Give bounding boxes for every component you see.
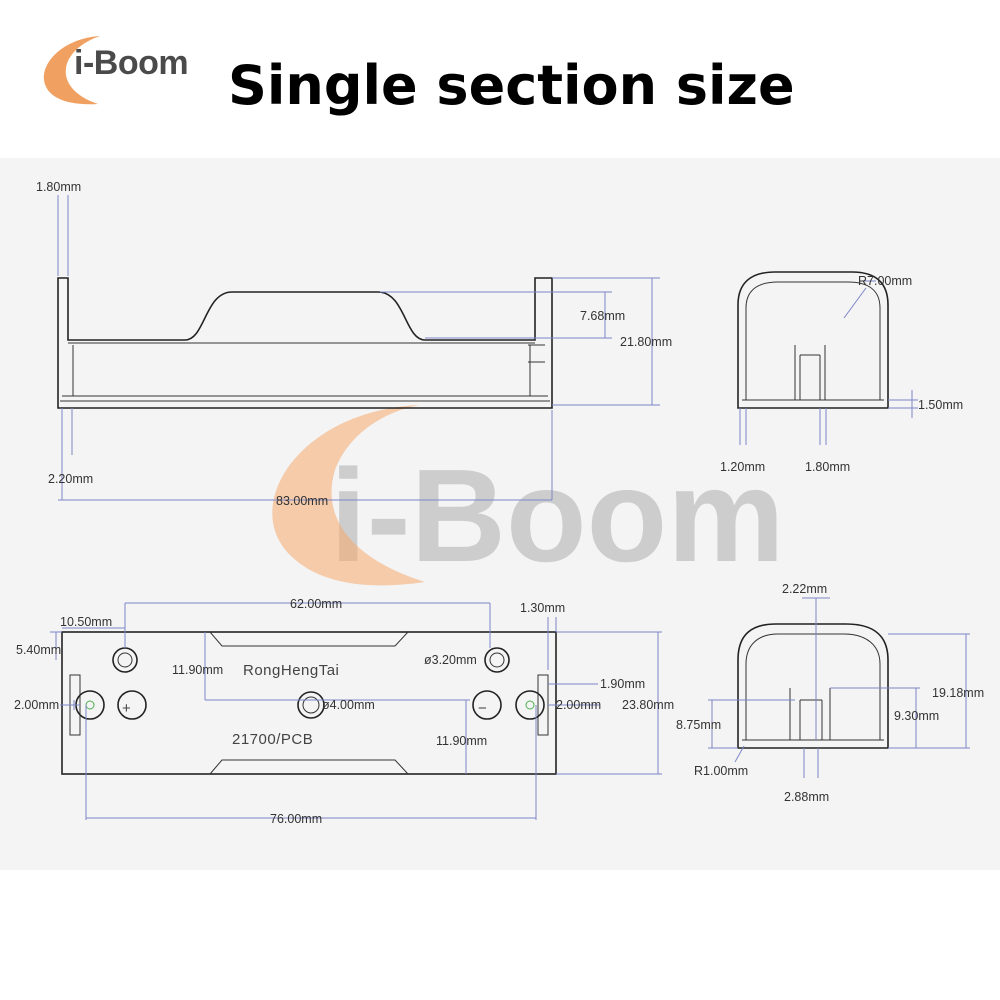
dim-end-1-20: 1.20mm bbox=[720, 460, 765, 474]
end-view-top bbox=[737, 271, 918, 445]
model-etching: 21700/PCB bbox=[232, 731, 313, 748]
logo-crescent-icon bbox=[43, 36, 100, 105]
dim-top-1-30: 1.30mm bbox=[520, 601, 565, 615]
logo-text: i-Boom bbox=[74, 44, 189, 82]
page-title: Single section size bbox=[228, 54, 795, 117]
dim-top-62-00: 62.00mm bbox=[290, 597, 342, 611]
brand-logo bbox=[43, 36, 100, 105]
dim-end-19-18: 19.18mm bbox=[932, 686, 984, 700]
dim-side-21-80: 21.80mm bbox=[620, 335, 672, 349]
dim-top-dia-4-00: ø4.00mm bbox=[322, 698, 375, 712]
dim-side-7-68: 7.68mm bbox=[580, 309, 625, 323]
dim-end-r7: R7.00mm bbox=[858, 274, 912, 288]
end-view-bottom bbox=[708, 597, 970, 778]
dim-top-5-40: 5.40mm bbox=[16, 643, 61, 657]
dim-top-11-90-upper: 11.90mm bbox=[172, 663, 223, 677]
watermark-text: i-Boom bbox=[330, 442, 785, 589]
dim-end-2-22: 2.22mm bbox=[782, 582, 827, 596]
dim-end-r1: R1.00mm bbox=[694, 764, 748, 778]
dim-top-10-50: 10.50mm bbox=[60, 615, 112, 629]
dim-top-11-90-lower: 11.90mm bbox=[436, 734, 487, 748]
brand-etching: RongHengTai bbox=[243, 662, 339, 679]
dim-top-76-00: 76.00mm bbox=[270, 812, 322, 826]
dim-top-23-80: 23.80mm bbox=[622, 698, 674, 712]
dim-top-dia-3-20: ø3.20mm bbox=[424, 653, 477, 667]
dim-end-2-88: 2.88mm bbox=[784, 790, 829, 804]
minus-mark: − bbox=[478, 700, 487, 717]
dim-end-1-50: 1.50mm bbox=[918, 398, 963, 412]
dim-end-8-75: 8.75mm bbox=[676, 718, 721, 732]
watermark-crescent bbox=[272, 405, 425, 586]
dim-end-1-80: 1.80mm bbox=[805, 460, 850, 474]
dim-end-9-30: 9.30mm bbox=[894, 709, 939, 723]
dim-top-2-00-right: 2.00mm bbox=[556, 698, 601, 712]
side-view bbox=[57, 195, 660, 501]
plus-mark: + bbox=[122, 700, 131, 717]
dim-side-2-20: 2.20mm bbox=[48, 472, 93, 486]
drawing-background bbox=[0, 158, 1000, 870]
dim-side-1-80: 1.80mm bbox=[36, 180, 81, 194]
top-view bbox=[50, 602, 662, 820]
dim-top-1-90: 1.90mm bbox=[600, 677, 645, 691]
dim-top-2-00-left: 2.00mm bbox=[14, 698, 59, 712]
dim-side-83-00: 83.00mm bbox=[276, 494, 328, 508]
